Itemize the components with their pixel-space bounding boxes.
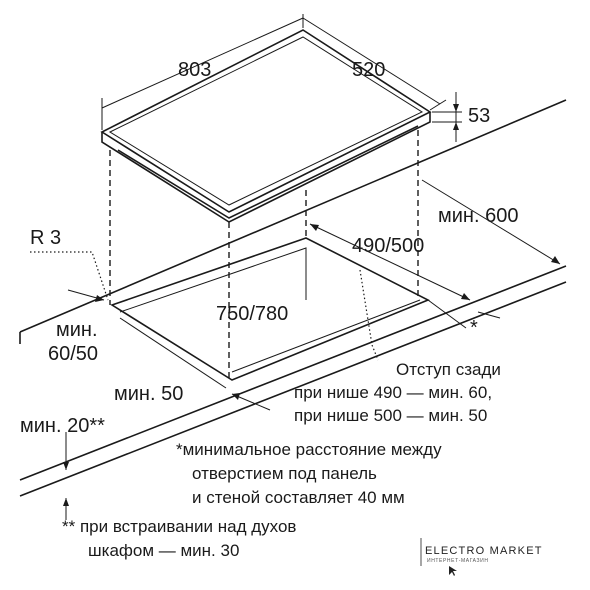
rear-note-line2: при нише 490 — мин. 60, [294, 383, 492, 402]
projection-lines [109, 130, 419, 380]
dim-803-line [101, 17, 304, 109]
rear-note-line3: при нише 500 — мин. 50 [294, 406, 487, 425]
dim-490-arrow-start [310, 224, 319, 231]
dimension-lines [30, 14, 561, 520]
rear-note-leader [359, 269, 379, 361]
dimension-labels: 803 520 53 мин. 600 R 3 490/500 750/780 … [20, 59, 518, 437]
dim-53-arrow-bottom [453, 122, 459, 130]
dim-600-line [421, 179, 561, 265]
label-height: 53 [468, 105, 490, 127]
single-star-note-line2: отверстием под панель [192, 464, 377, 483]
countertop-back-edge [19, 99, 567, 333]
double-star-note-line2: шкафом — мин. 30 [88, 541, 239, 560]
label-radius: R 3 [30, 227, 61, 249]
cutout-inner-front [231, 299, 421, 373]
watermark-title: ELECTRO MARKET [425, 545, 543, 557]
label-cutout-depth: 490/500 [352, 235, 424, 257]
dim-750-line [119, 317, 227, 389]
dim-490-line [309, 223, 471, 301]
hob-lower-body [117, 125, 419, 219]
radius-leader [30, 251, 109, 301]
dim-front-arrow [232, 393, 240, 400]
watermark-subtitle: ИНТЕРНЕТ-МАГАЗИН [427, 558, 489, 564]
dim-side-arrow [95, 295, 104, 302]
countertop [19, 99, 567, 497]
dim-bottom-arrow-top [63, 462, 69, 470]
single-star-note-line3: и стеной составляет 40 мм [192, 488, 405, 507]
countertop-front-top-edge [19, 265, 567, 481]
label-depth: 520 [352, 59, 385, 81]
label-width: 803 [178, 59, 211, 81]
rear-note-line1: Отступ сзади [396, 360, 501, 379]
notes: Отступ сзади при нише 490 — мин. 60, при… [62, 360, 501, 560]
label-front-min: мин. 50 [114, 383, 183, 405]
cursor-icon [449, 566, 457, 576]
dim-bottom-arrow-bottom [63, 498, 69, 506]
dim-490-arrow-end [461, 293, 470, 300]
electro-market-watermark: ELECTRO MARKET ИНТЕРНЕТ-МАГАЗИН [415, 532, 545, 576]
dim-600-arrow [551, 256, 560, 264]
label-side-min: мин. [56, 319, 98, 341]
cutout-inner-back [119, 247, 307, 313]
label-side-value: 60/50 [48, 343, 98, 365]
label-bottom-min: мин. 20** [20, 415, 105, 437]
label-cutout-width: 750/780 [216, 303, 288, 325]
dim-53-arrow-top [453, 104, 459, 112]
single-star-note-line1: *минимальное расстояние между [176, 440, 442, 459]
hob-glass-inner [108, 36, 424, 206]
label-wall-clearance: мин. 600 [438, 205, 518, 227]
dim-520-ext [429, 99, 447, 111]
countertop-front-bottom-edge [19, 281, 567, 497]
double-star-note-line1: ** при встраивании над духов [62, 517, 296, 536]
dim-520-line [302, 17, 441, 105]
dim-star-ext [427, 299, 467, 329]
label-star: * [470, 317, 478, 339]
hob-side-edge [101, 112, 431, 223]
hob-top-surface [100, 29, 432, 213]
dim-star-line [477, 311, 501, 319]
